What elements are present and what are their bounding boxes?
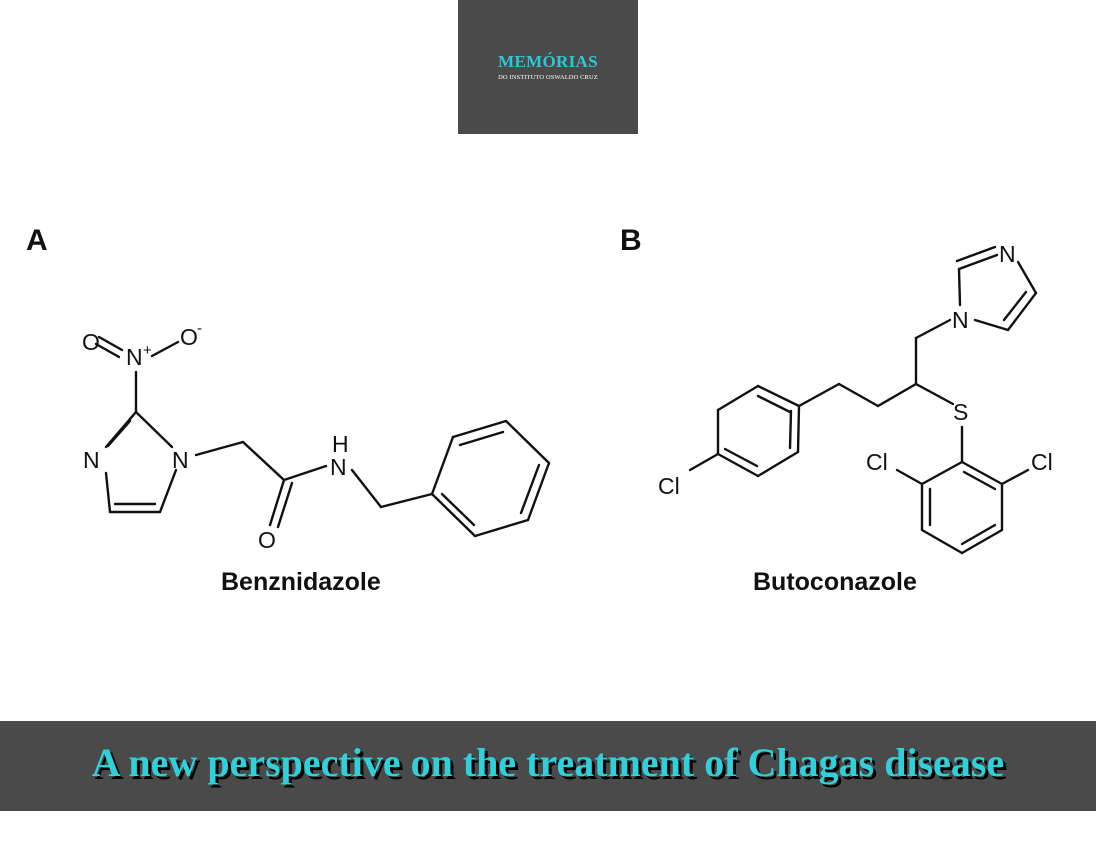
compound-name-butoconazole: Butoconazole <box>753 568 917 596</box>
atom-h: H <box>332 431 349 457</box>
atom-plus-charge: + <box>143 342 152 359</box>
atom-n-amide: N <box>330 454 347 480</box>
atom-s: S <box>953 399 968 425</box>
atom-n-plus: N <box>126 344 143 370</box>
banner-title: A new perspective on the treatment of Ch… <box>91 740 1005 785</box>
title-banner: A new perspective on the treatment of Ch… <box>0 721 1096 811</box>
benznidazole-structure: O N + O - N N O H N <box>82 320 551 553</box>
atom-o-carbonyl: O <box>258 527 276 553</box>
butoconazole-structure: N N S Cl <box>658 241 1053 555</box>
atom-cl-right: Cl <box>1031 449 1053 475</box>
atom-minus-charge: - <box>197 320 202 337</box>
atom-n-ring2: N <box>172 447 189 473</box>
atom-n-top: N <box>999 241 1016 267</box>
atom-cl-mid: Cl <box>866 449 888 475</box>
chemical-structures: O N + O - N N O H N <box>82 241 1053 555</box>
atom-n-ring1: N <box>83 447 100 473</box>
atom-n-ring: N <box>952 307 969 333</box>
panel-label-b: B <box>620 224 642 257</box>
journal-logo: MEMÓRIAS DO INSTITUTO OSWALDO CRUZ <box>458 0 638 134</box>
logo-title: MEMÓRIAS <box>498 52 598 71</box>
logo-subtitle: DO INSTITUTO OSWALDO CRUZ <box>498 74 598 81</box>
atom-o1: O <box>82 329 100 355</box>
atom-cl-left: Cl <box>658 473 680 499</box>
panel-label-a: A <box>26 224 48 257</box>
atom-o2: O <box>180 324 198 350</box>
compound-name-benznidazole: Benznidazole <box>221 568 381 596</box>
